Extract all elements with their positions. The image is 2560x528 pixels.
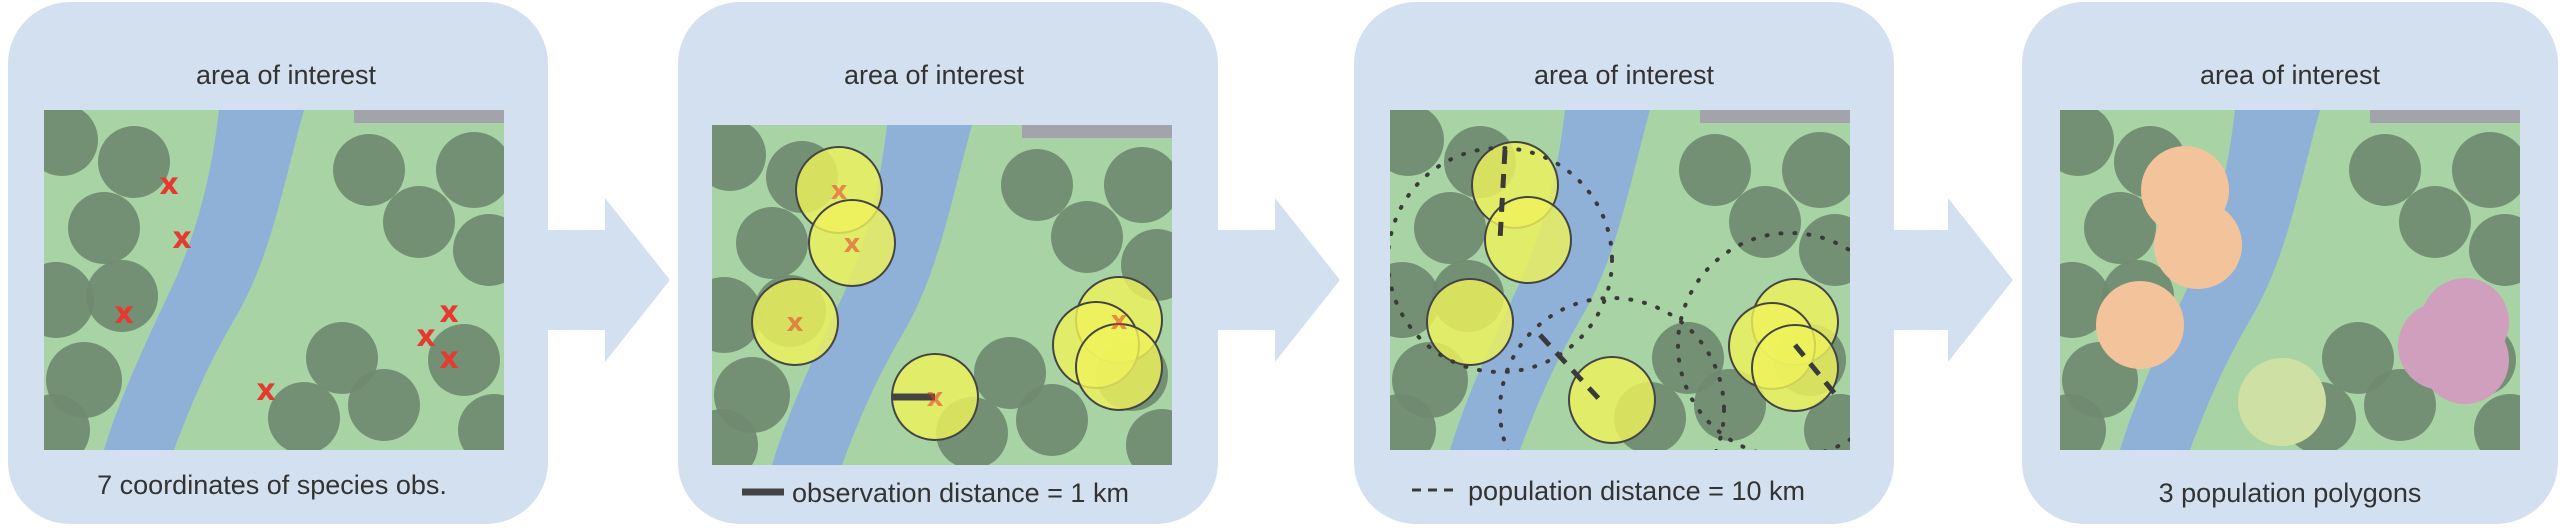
river [772,125,972,465]
observation-buffer [1426,278,1514,366]
observation-buffer [1484,196,1572,284]
observation-mark: x [439,295,458,330]
panel-3-map [1390,110,1850,450]
observation-buffers [751,146,1163,441]
panel-4-caption: 3 population polygons [2159,478,2422,508]
population-distance-ring [1676,231,1850,450]
panel-2-map: x x x x x [712,125,1172,465]
observation-mark: x [172,221,191,256]
panel-2-title: area of interest [844,60,1025,90]
panel-4-title: area of interest [2200,60,2381,90]
arrow-2-3 [1215,198,1340,362]
river [104,110,304,450]
arrow-1-2 [545,198,670,362]
observation-mark: x [927,383,944,413]
observation-mark: x [831,176,848,206]
panel-3-title: area of interest [1534,60,1715,90]
population-distance-ring [1498,296,1726,450]
population-distance-rings [1390,146,1850,450]
arrow-3-4 [1888,198,2013,362]
panel-1-title: area of interest [196,60,377,90]
population-distance-ring [1390,146,1614,374]
panel-4: area of interest [2022,2,2558,524]
observation-marks: x x x x x x x [114,167,458,408]
observation-mark: x [787,308,804,338]
population-polygon-3 [2398,278,2509,404]
population-polygon-2 [2238,358,2326,446]
observation-buffer [808,199,896,287]
panel-1: area of interest [8,2,548,524]
observation-mark: x [844,229,861,259]
scale-bar [1700,110,1850,123]
panel-3-caption: population distance = 10 km [1468,476,1805,506]
scale-bar [354,110,504,123]
observation-buffer [1751,324,1839,412]
observation-buffer [1568,356,1656,444]
scale-bar [1022,125,1172,138]
population-distance-lines [1497,149,1842,402]
observation-buffers [1426,141,1839,444]
panel-4-map [2060,110,2520,450]
panel-2-caption: observation distance = 1 km [792,478,1129,508]
observation-mark: x [256,373,275,408]
observation-mark: x [114,296,133,331]
observation-buffer [751,278,839,366]
panel-1-map: x x x x x x x [44,110,504,450]
observation-mark: x [439,341,458,376]
observation-buffer [1075,323,1163,411]
observation-mark: x [159,167,178,202]
panel-3: area of interest [1354,2,1894,524]
observation-mark: x [416,319,435,354]
panel-2: area of interest [678,2,1218,524]
scale-bar [2370,110,2520,123]
river [1450,110,1650,450]
panel-1-caption: 7 coordinates of species obs. [97,470,447,500]
population-polygon-1 [2096,146,2242,369]
trees [44,110,504,450]
observation-mark: x [1111,306,1128,336]
observation-marks: x x x x x [787,176,1128,413]
